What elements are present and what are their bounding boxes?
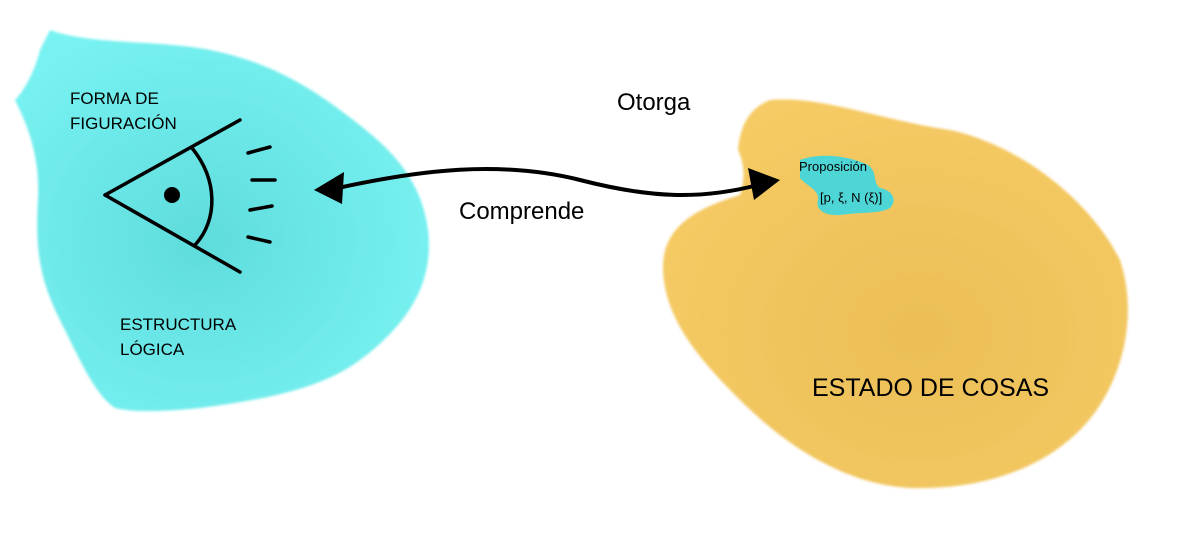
figuration-form-label: FORMA DE FIGURACIÓN [70,89,177,133]
eye-icon [103,118,277,274]
grants-label: Otorga [617,89,691,116]
proposition-patch [800,155,894,216]
figuration-region [15,30,429,411]
comprehends-label: Comprende [459,198,585,225]
proposition-formula: [p, ξ, N (ξ)] [820,190,883,205]
state-of-affairs-region [662,99,1128,489]
logical-structure-label: ESTRUCTURA LÓGICA [120,315,236,359]
proposition-title: Proposición [799,159,867,174]
state-of-affairs-label: ESTADO DE COSAS [812,374,1050,402]
bidirectional-arrow [314,166,780,204]
